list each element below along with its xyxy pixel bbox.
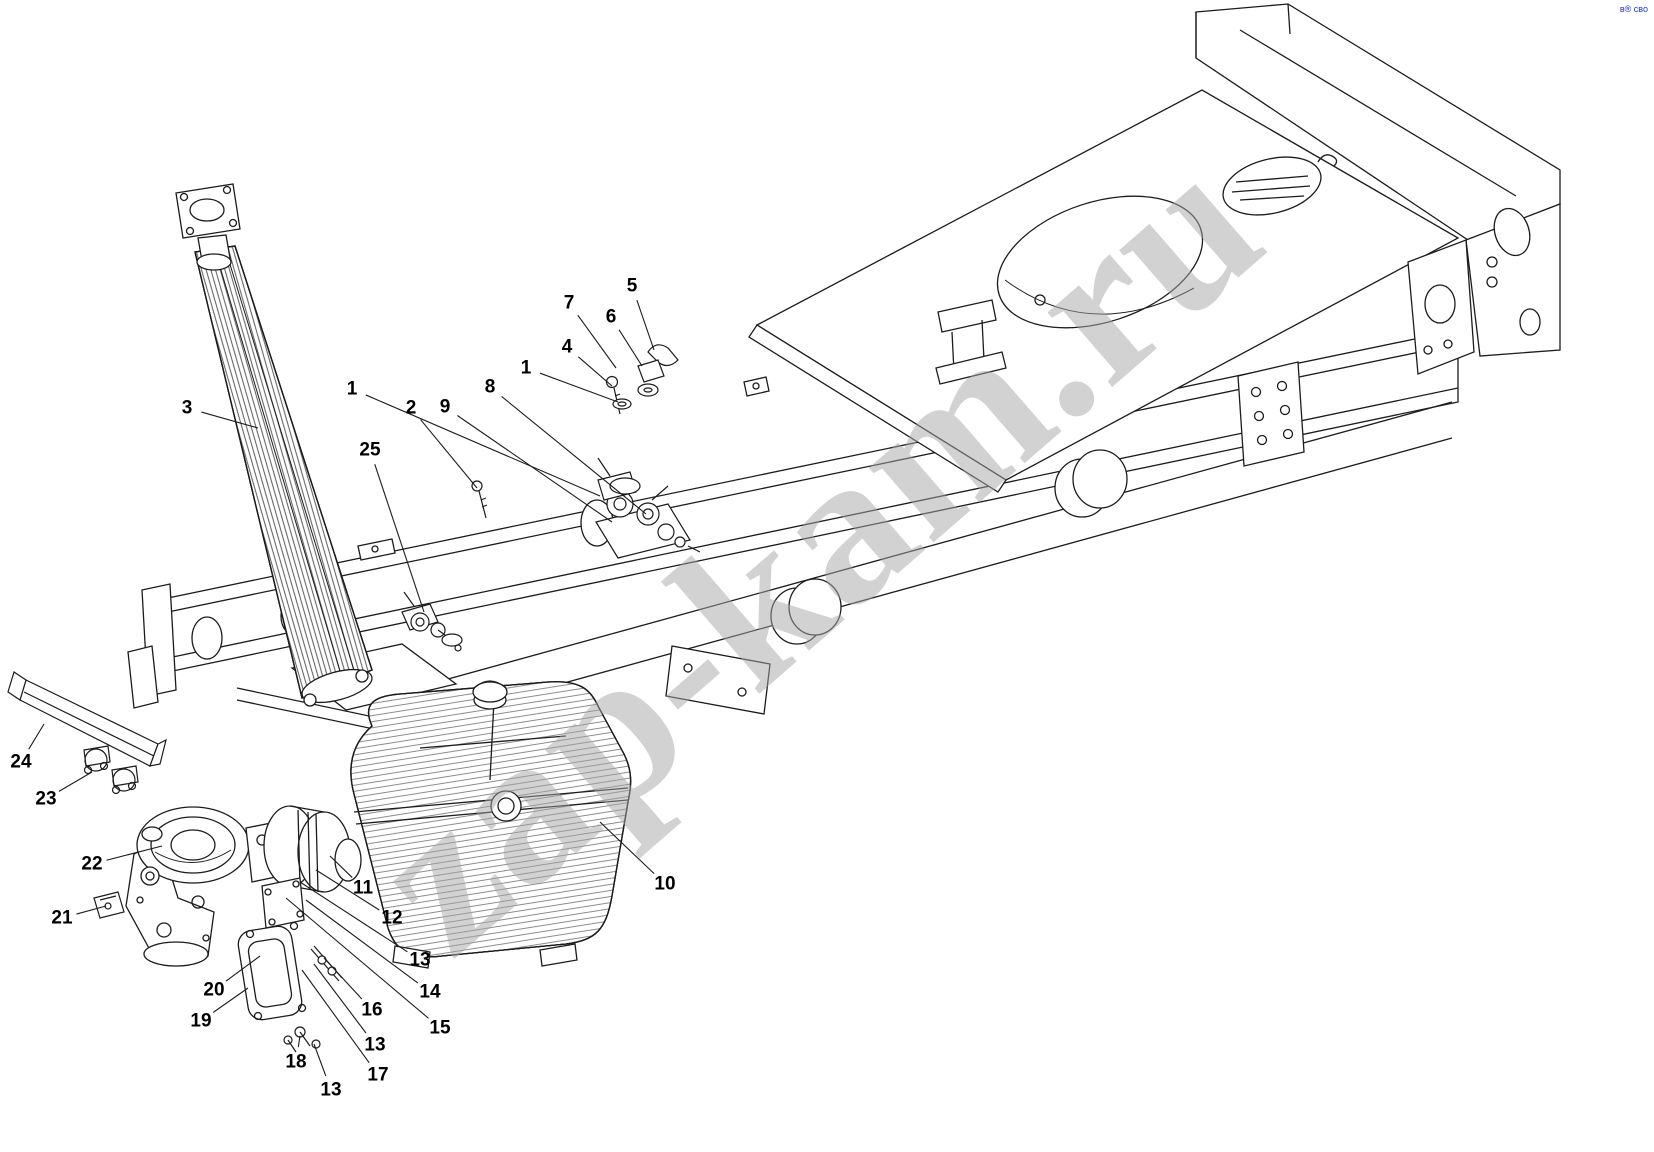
leader-lines	[28, 300, 655, 1077]
hydraulic-cylinder	[175, 183, 373, 707]
bracket-23-24	[7, 671, 167, 795]
bracket-21	[93, 891, 125, 919]
top-deck	[743, 89, 1460, 493]
gasket-plate	[237, 921, 307, 1021]
valve-assembly-rear	[401, 591, 463, 652]
pump-assembly	[125, 805, 362, 967]
frame-rear-end	[1195, 3, 1561, 467]
fuel-tank	[350, 680, 632, 969]
fittings-cluster	[605, 344, 679, 415]
